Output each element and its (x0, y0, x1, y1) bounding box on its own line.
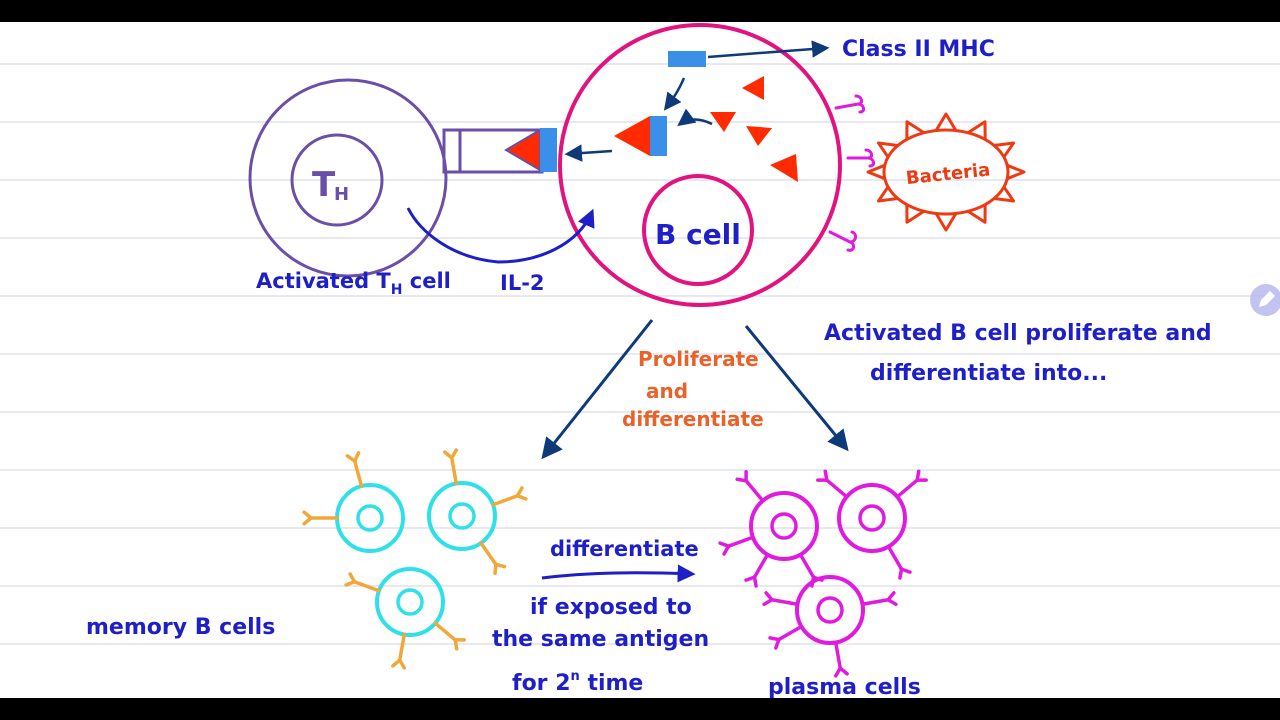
memory-b-cell-outer (427, 481, 497, 551)
memory-to-plasma-arrow (541, 564, 696, 583)
class-ii-mhc-marker (668, 51, 706, 67)
plasma-cell-outer (795, 575, 865, 645)
memory-b-cell-nucleus (356, 504, 384, 532)
bacteria-spike (905, 120, 925, 140)
plasma-cell-nucleus (858, 504, 886, 532)
receptor (860, 591, 898, 607)
plasma-cell (762, 575, 898, 678)
b-cell: B cell (558, 23, 876, 307)
b-cell-receptors (828, 94, 876, 252)
antigen-fragment-4 (770, 154, 798, 182)
b-cell-outer (558, 23, 842, 307)
receptor (479, 541, 507, 576)
activated-b-line1: Activated B cell proliferate and (824, 321, 1212, 346)
th-nucleus-subscript: H (334, 184, 349, 205)
and-label: and (646, 379, 688, 403)
il2-arrow (406, 207, 595, 264)
bacteria-spike (967, 204, 987, 224)
th-cell-outer (248, 78, 448, 278)
differentiate-blue-label: differentiate (550, 537, 699, 561)
differentiate-orange-label: differentiate (622, 407, 764, 431)
memory-b-cell (344, 567, 466, 670)
memory-b-cell (427, 448, 528, 576)
bacteria-spike (967, 120, 987, 140)
memory-b-cell (302, 451, 405, 553)
bacteria-spike (993, 186, 1016, 203)
plasma-cell (718, 470, 824, 588)
plasma-cells-group (718, 469, 928, 678)
memory-b-cells-label: memory B cells (86, 615, 275, 640)
b-cell-label: B cell (655, 218, 741, 251)
internal-mhc (650, 116, 667, 156)
receptor (443, 448, 459, 486)
plasma-cells-label: plasma cells (768, 675, 921, 700)
bacteria-spike (876, 141, 899, 158)
arrow-to-plasma-cells (744, 325, 849, 452)
bacteria-spike (876, 186, 899, 203)
receptor (735, 470, 765, 503)
receptor (768, 624, 804, 650)
if-exposed-line1: if exposed to (530, 595, 692, 620)
plasma-cell-nucleus (816, 596, 844, 624)
proliferate-label: Proliferate (638, 347, 759, 371)
plasma-cell-outer (749, 491, 819, 561)
fragment-to-mhc-arrow (677, 108, 713, 127)
plasma-cell (816, 469, 928, 580)
receptor (886, 544, 912, 580)
presented-mhc (540, 128, 557, 172)
bacteria-spike (993, 141, 1016, 158)
antigen-fragment-1 (742, 76, 764, 100)
receptor (491, 486, 528, 507)
activated-th-label: Activated TH cell (256, 269, 451, 298)
memory-b-cell-nucleus (396, 588, 424, 616)
receptor (833, 640, 849, 678)
side-edit-button[interactable] (1250, 284, 1280, 316)
receptor (344, 572, 381, 593)
antigen-fragment-3 (746, 126, 772, 146)
receptor (302, 510, 339, 526)
receptor (744, 552, 770, 588)
receptor (816, 469, 849, 499)
class-ii-mhc-label: Class II MHC (842, 37, 995, 62)
b-cell-nucleus (642, 174, 754, 286)
receptor (345, 451, 364, 488)
bacteria-spike (934, 112, 958, 132)
activated-b-line2: differentiate into... (870, 361, 1107, 386)
bottom-letterbox (0, 698, 1280, 720)
class-ii-mhc-pointer (707, 40, 830, 59)
bacteria-spike (1006, 163, 1026, 181)
receptor (433, 621, 466, 651)
internal-antigen-large (614, 116, 650, 156)
if-exposed-line2: the same antigen (492, 627, 709, 652)
receptor (895, 469, 928, 499)
plasma-cell-outer (837, 483, 907, 553)
receptor (391, 632, 407, 670)
bacteria-spike (934, 212, 958, 232)
il2-label: IL-2 (500, 271, 545, 295)
memory-b-cell-nucleus (448, 502, 476, 530)
receptor (718, 535, 755, 556)
bacteria-spike (866, 163, 886, 181)
mhc-to-antigen-arrow (663, 77, 686, 111)
memory-b-cell-outer (375, 567, 445, 637)
top-letterbox (0, 0, 1280, 22)
bacteria-body (882, 128, 1010, 216)
antigen-fragment-2 (710, 112, 736, 132)
pencil-icon (1259, 291, 1275, 307)
th-nucleus-letter: T (312, 165, 336, 205)
memory-b-cells-group (302, 448, 528, 670)
present-arrow (564, 144, 613, 162)
if-exposed-line3: for 2n time (512, 669, 643, 696)
bacteria-spike (905, 204, 925, 224)
arrow-to-memory-cells (541, 319, 654, 460)
plasma-cell-nucleus (770, 512, 798, 540)
receptor (762, 591, 800, 607)
th-cell-nucleus (290, 133, 384, 227)
